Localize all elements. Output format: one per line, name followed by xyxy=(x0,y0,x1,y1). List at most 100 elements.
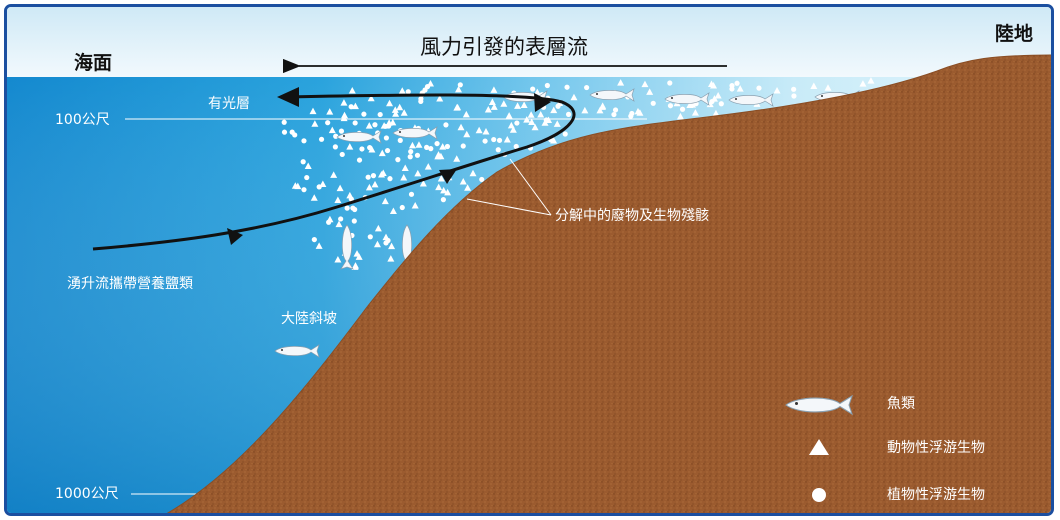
zooplankton-mark xyxy=(340,114,348,122)
phytoplankton-mark xyxy=(344,205,350,211)
zooplankton-mark xyxy=(462,110,470,118)
phytoplankton-mark xyxy=(370,173,377,179)
zooplankton-mark xyxy=(459,177,467,185)
zooplankton-mark xyxy=(482,127,490,135)
phytoplankton-mark xyxy=(359,146,365,152)
phytoplankton-mark xyxy=(338,128,345,134)
phytoplankton-mark xyxy=(444,143,451,150)
phytoplankton-mark xyxy=(729,86,735,92)
phytoplankton-mark xyxy=(281,119,287,125)
phytoplankton-mark xyxy=(434,140,440,147)
phytoplankton-mark xyxy=(791,86,797,92)
phytoplankton-mark xyxy=(304,174,310,181)
zooplankton-mark xyxy=(326,108,334,115)
phytoplankton-mark xyxy=(514,120,520,126)
zooplankton-mark xyxy=(596,106,604,114)
zooplankton-mark xyxy=(773,87,781,94)
phytoplankton-mark xyxy=(565,111,572,117)
phytoplankton-mark xyxy=(443,122,449,128)
zooplankton-mark xyxy=(553,120,561,127)
zooplankton-mark xyxy=(336,184,344,192)
zooplankton-mark xyxy=(455,85,463,93)
zooplankton-mark xyxy=(340,99,348,106)
zooplankton-mark xyxy=(365,122,373,129)
phytoplankton-mark xyxy=(408,149,414,155)
zooplankton-mark xyxy=(411,201,419,209)
decomposing-label: 分解中的廢物及生物殘骸 xyxy=(555,208,709,224)
zooplankton-mark xyxy=(531,123,539,131)
zooplankton-mark xyxy=(386,99,394,107)
phytoplankton-mark xyxy=(318,136,325,142)
zooplankton-mark xyxy=(334,256,342,263)
zooplankton-mark xyxy=(381,197,389,205)
upwelling-current-path xyxy=(92,93,576,251)
zooplankton-mark xyxy=(505,112,513,119)
zooplankton-mark xyxy=(391,106,399,113)
legend-phytoplankton-label: 植物性浮游生物 xyxy=(887,487,985,503)
zooplankton-mark xyxy=(346,143,354,150)
phytoplankton-mark xyxy=(424,144,430,150)
phytoplankton-mark xyxy=(628,113,634,119)
phytoplankton-mark xyxy=(408,191,415,197)
zooplankton-mark xyxy=(550,106,558,114)
upwelling-label: 湧升流攜帶營養鹽類 xyxy=(67,276,193,292)
zooplankton-mark xyxy=(581,106,589,114)
zooplankton-mark xyxy=(353,250,361,257)
zooplankton-mark xyxy=(294,182,302,190)
zooplankton-legend-icon xyxy=(809,439,829,455)
phytoplankton-mark xyxy=(332,144,338,150)
phytoplankton-mark xyxy=(482,138,488,144)
zooplankton-mark xyxy=(400,173,408,181)
decomposing-pointer-1 xyxy=(509,158,552,216)
zooplankton-mark xyxy=(387,255,395,262)
phytoplankton-mark xyxy=(555,103,561,109)
phytoplankton-mark xyxy=(333,133,339,139)
zooplankton-mark xyxy=(490,103,498,110)
zooplankton-mark xyxy=(712,109,720,117)
phytoplankton-mark xyxy=(326,219,332,225)
zooplankton-mark xyxy=(810,82,818,89)
zooplankton-mark xyxy=(736,85,744,92)
phytoplankton-mark xyxy=(356,157,363,163)
phytoplankton-mark xyxy=(372,122,378,128)
phytoplankton-mark xyxy=(352,120,358,126)
phytoplankton-mark xyxy=(457,82,463,88)
phytoplankton-mark xyxy=(679,106,686,112)
zooplankton-mark xyxy=(396,103,404,111)
legend-zooplankton-label: 動物性浮游生物 xyxy=(887,440,985,456)
zooplankton-mark xyxy=(710,82,718,89)
zooplankton-mark xyxy=(398,87,406,94)
zooplankton-mark xyxy=(484,106,492,113)
phytoplankton-mark xyxy=(351,218,357,224)
phytoplankton-mark xyxy=(367,234,373,240)
zooplankton-mark xyxy=(371,180,379,188)
zooplankton-mark xyxy=(523,116,531,123)
zooplankton-mark xyxy=(520,101,528,109)
zooplankton-mark xyxy=(437,152,445,160)
phytoplankton-mark xyxy=(301,187,307,193)
zooplankton-mark xyxy=(641,80,649,88)
zooplankton-mark xyxy=(598,103,606,110)
arrowhead-up xyxy=(439,169,457,184)
zooplankton-mark xyxy=(500,100,508,107)
depth-100-label: 100公尺 xyxy=(55,112,110,128)
phytoplankton-mark xyxy=(667,80,673,86)
zooplankton-mark xyxy=(440,186,448,194)
zooplankton-mark xyxy=(435,183,443,191)
diagram-frame: 風力引發的表層流 海面 陸地 有光層 100公尺 1000公尺 湧升流攜帶營養鹽… xyxy=(4,4,1054,516)
ocean-scene xyxy=(7,7,1051,513)
zooplankton-mark xyxy=(334,196,342,203)
continental-slope xyxy=(166,54,1051,513)
zooplankton-mark xyxy=(401,164,409,171)
zooplankton-mark xyxy=(439,143,447,150)
zooplankton-mark xyxy=(330,171,338,178)
zooplankton-mark xyxy=(373,240,381,248)
zooplankton-mark xyxy=(309,107,317,115)
phytoplankton-mark xyxy=(405,89,411,95)
phytoplankton-mark xyxy=(496,137,503,143)
zooplankton-mark xyxy=(463,130,471,138)
zooplankton-mark xyxy=(348,86,356,94)
zooplankton-mark xyxy=(346,191,354,199)
phytoplankton-mark xyxy=(667,103,674,109)
zooplankton-mark xyxy=(550,136,558,144)
